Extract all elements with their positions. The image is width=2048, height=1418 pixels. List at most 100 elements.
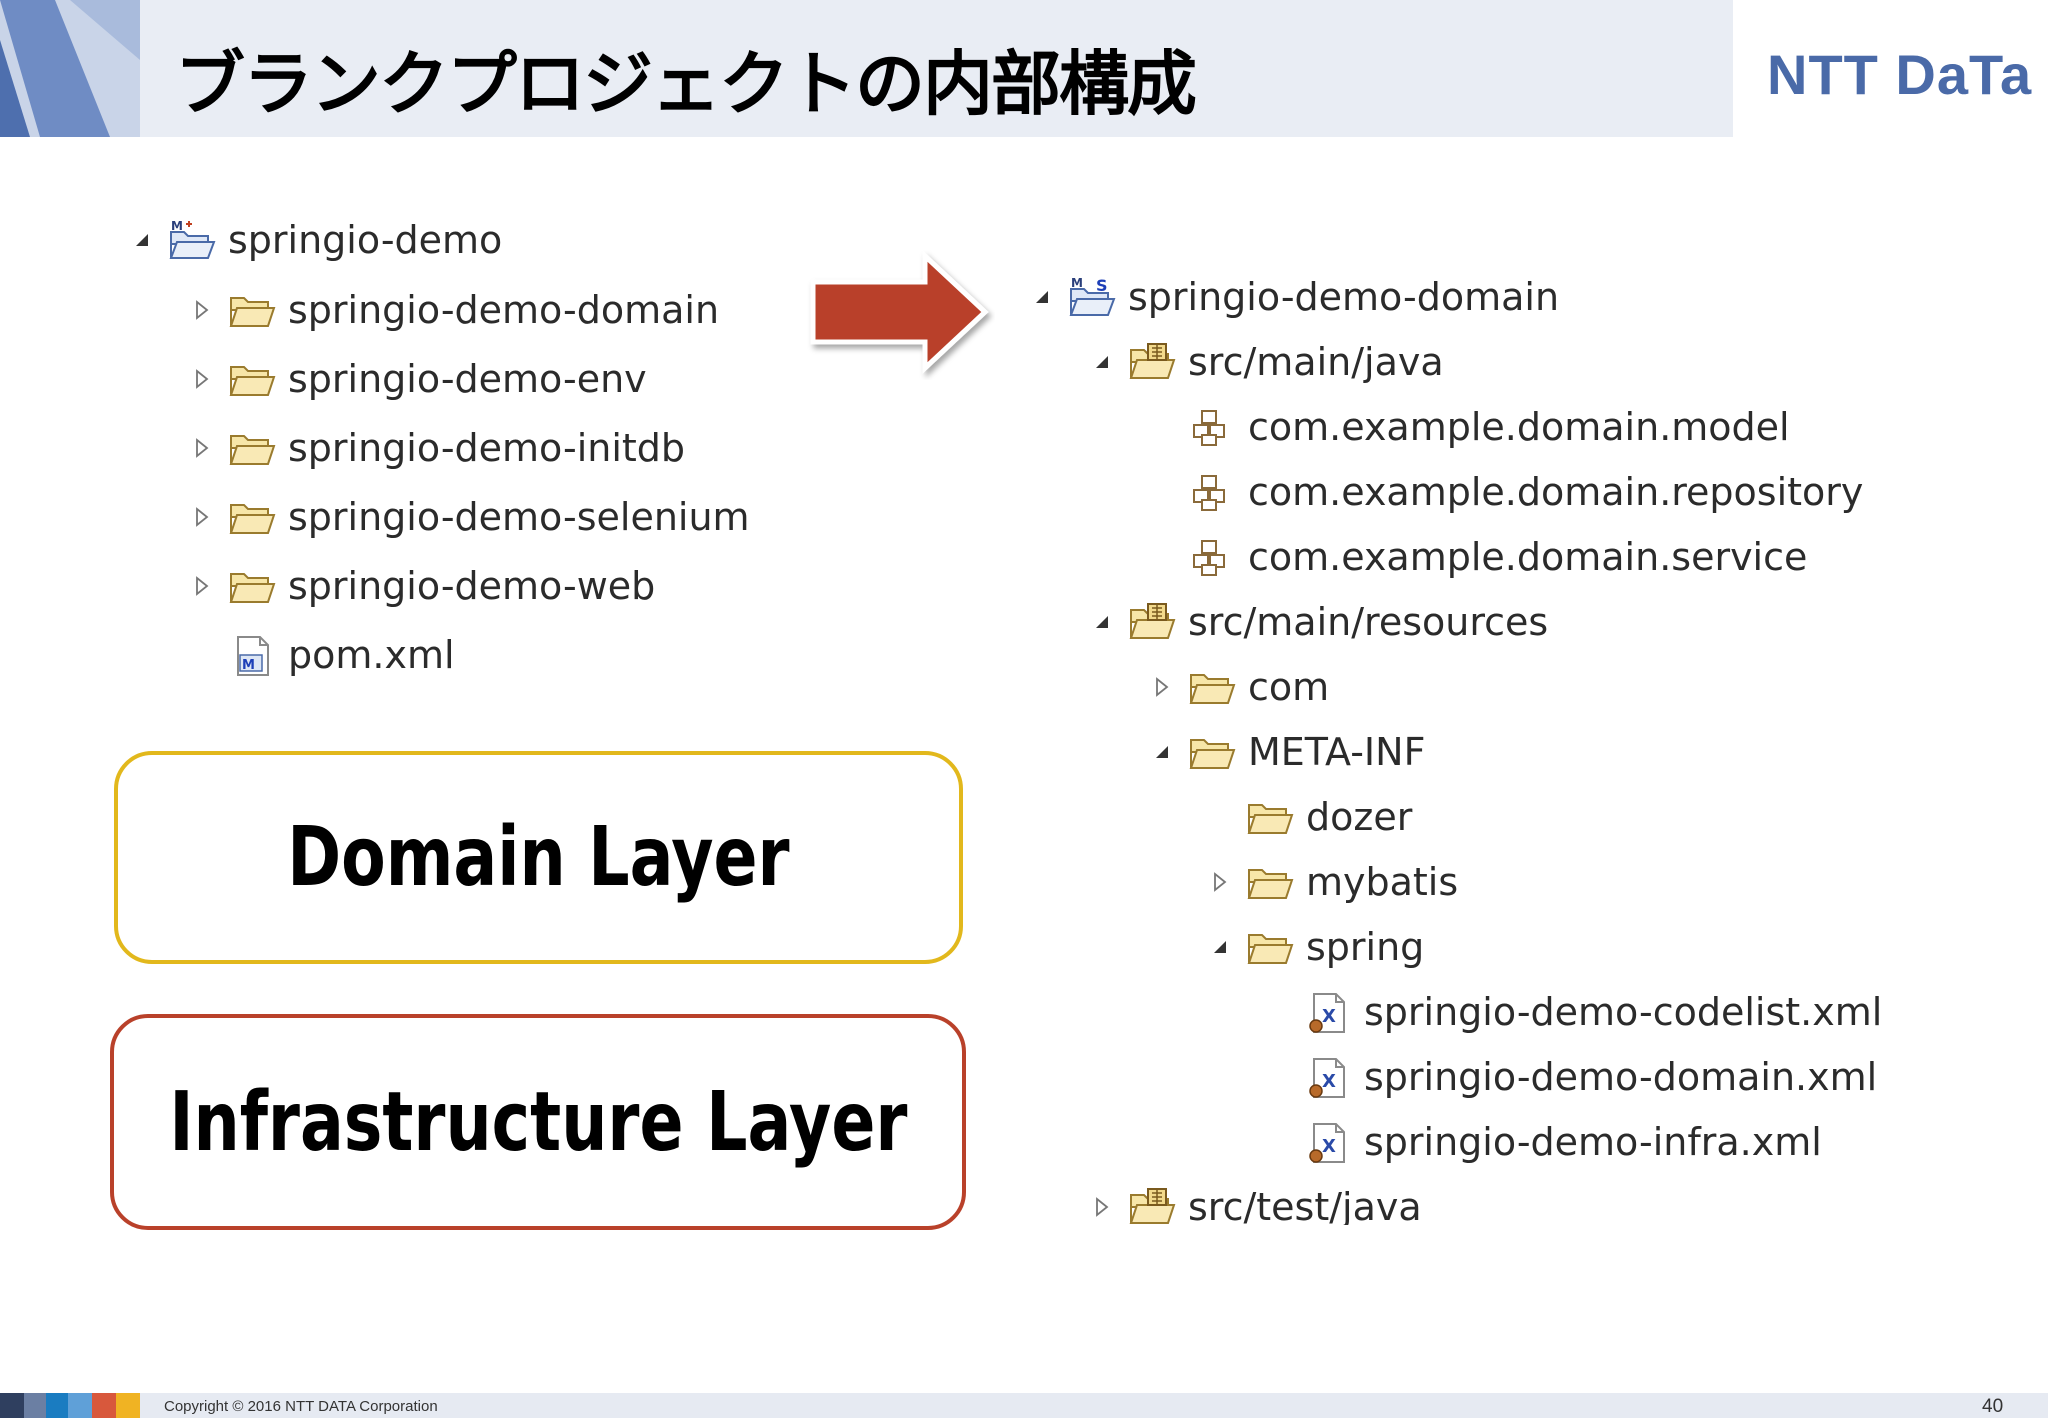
collapsed-arrow-icon[interactable] bbox=[190, 298, 214, 322]
folder-icon bbox=[1246, 860, 1294, 904]
right-tree-item[interactable]: com.example.domain.model bbox=[1150, 397, 1790, 457]
copyright-text: Copyright © 2016 NTT DATA Corporation bbox=[164, 1398, 438, 1415]
tree-item-label: springio-demo-domain bbox=[1128, 275, 1560, 319]
collapsed-arrow-icon[interactable] bbox=[190, 505, 214, 529]
tree-spacer bbox=[1150, 480, 1174, 504]
expanded-arrow-icon[interactable] bbox=[1030, 285, 1054, 309]
left-tree-item[interactable]: springio-demo-selenium bbox=[190, 487, 750, 547]
svg-text:S: S bbox=[1096, 276, 1108, 295]
tree-item-label: mybatis bbox=[1306, 860, 1459, 904]
package-icon bbox=[1188, 470, 1236, 514]
collapsed-arrow-icon[interactable] bbox=[190, 367, 214, 391]
footer-color-strip bbox=[24, 1393, 46, 1418]
tree-item-label: springio-demo-infra.xml bbox=[1364, 1120, 1822, 1164]
tree-item-label: com.example.domain.model bbox=[1248, 405, 1790, 449]
right-tree-item[interactable]: META-INF bbox=[1150, 722, 1425, 782]
footer-color-strip bbox=[92, 1393, 116, 1418]
folder-icon bbox=[1246, 925, 1294, 969]
expanded-arrow-icon[interactable] bbox=[130, 228, 154, 252]
tree-spacer bbox=[1208, 805, 1232, 829]
expanded-arrow-icon[interactable] bbox=[1150, 740, 1174, 764]
right-tree-item[interactable]: com bbox=[1150, 657, 1329, 717]
tree-item-label: springio-demo-selenium bbox=[288, 495, 750, 539]
svg-text:X: X bbox=[1322, 1071, 1336, 1092]
tree-item-label: springio-demo-web bbox=[288, 564, 656, 608]
tree-item-label: springio-demo-initdb bbox=[288, 426, 686, 470]
source-folder-icon bbox=[1128, 1185, 1176, 1225]
footer-color-strip bbox=[0, 1393, 24, 1418]
spring-xml-icon: X bbox=[1304, 990, 1352, 1034]
collapsed-arrow-icon[interactable] bbox=[190, 436, 214, 460]
expanded-arrow-icon[interactable] bbox=[1090, 610, 1114, 634]
expanded-arrow-icon[interactable] bbox=[1208, 935, 1232, 959]
maven-project-icon: M bbox=[168, 218, 216, 262]
right-tree-item[interactable]: src/main/java bbox=[1090, 332, 1444, 392]
tree-item-label: springio-demo-env bbox=[288, 357, 647, 401]
source-folder-icon bbox=[1128, 340, 1176, 384]
svg-text:X: X bbox=[1322, 1136, 1336, 1157]
folder-icon bbox=[1246, 795, 1294, 839]
collapsed-arrow-icon[interactable] bbox=[190, 574, 214, 598]
footer-color-strip bbox=[46, 1393, 68, 1418]
right-tree-item[interactable]: com.example.domain.repository bbox=[1150, 462, 1863, 522]
footer-color-strip bbox=[116, 1393, 140, 1418]
tree-item-label: com.example.domain.service bbox=[1248, 535, 1808, 579]
left-tree-item[interactable]: springio-demo-env bbox=[190, 349, 647, 409]
folder-icon bbox=[1188, 730, 1236, 774]
tree-item-label: springio-demo-codelist.xml bbox=[1364, 990, 1883, 1034]
svg-text:X: X bbox=[1322, 1006, 1336, 1027]
folder-icon bbox=[228, 288, 276, 332]
tree-spacer bbox=[1266, 1065, 1290, 1089]
logo-area bbox=[1733, 0, 2048, 137]
collapsed-arrow-icon[interactable] bbox=[1208, 870, 1232, 894]
right-tree-item[interactable]: spring bbox=[1208, 917, 1424, 977]
tree-spacer bbox=[1266, 1000, 1290, 1024]
package-icon bbox=[1188, 535, 1236, 579]
source-folder-icon bbox=[1128, 600, 1176, 644]
infrastructure-layer-box: Infrastructure Layer bbox=[110, 1014, 966, 1230]
right-tree-item[interactable]: mybatis bbox=[1208, 852, 1458, 912]
svg-text:M: M bbox=[1071, 276, 1083, 290]
expanded-arrow-icon[interactable] bbox=[1090, 350, 1114, 374]
svg-text:M: M bbox=[171, 219, 183, 233]
infrastructure-layer-label: Infrastructure Layer bbox=[168, 1074, 908, 1170]
tree-item-label: src/main/java bbox=[1188, 340, 1444, 384]
right-tree-item[interactable]: src/main/resources bbox=[1090, 592, 1548, 652]
tree-spacer bbox=[1150, 415, 1174, 439]
tree-item-label: src/test/java bbox=[1188, 1185, 1422, 1225]
collapsed-arrow-icon[interactable] bbox=[1090, 1195, 1114, 1219]
folder-icon bbox=[228, 357, 276, 401]
header-bar bbox=[0, 0, 2048, 137]
collapsed-arrow-icon[interactable] bbox=[1150, 675, 1174, 699]
footer-bar bbox=[0, 1393, 2048, 1418]
tree-item-label: dozer bbox=[1306, 795, 1413, 839]
spring-xml-icon: X bbox=[1304, 1120, 1352, 1164]
domain-layer-box: Domain Layer bbox=[114, 751, 963, 964]
page-number: 40 bbox=[1982, 1396, 2004, 1417]
page-title: ブランクプロジェクトの内部構成 bbox=[175, 43, 1197, 125]
right-tree-item[interactable]: dozer bbox=[1208, 787, 1412, 847]
left-tree-item[interactable]: springio-demo-domain bbox=[190, 280, 719, 340]
folder-icon bbox=[1188, 665, 1236, 709]
tree-item-label: pom.xml bbox=[288, 633, 455, 677]
right-tree-item[interactable]: src/test/java bbox=[1090, 1177, 1422, 1225]
left-tree-item[interactable]: springio-demo-web bbox=[190, 556, 655, 616]
tree-spacer bbox=[1266, 1130, 1290, 1154]
spring-xml-icon: X bbox=[1304, 1055, 1352, 1099]
footer-color-strip bbox=[68, 1393, 92, 1418]
svg-text:M: M bbox=[242, 658, 255, 673]
left-tree-item[interactable]: springio-demo-initdb bbox=[190, 418, 685, 478]
domain-layer-label: Domain Layer bbox=[287, 810, 790, 905]
right-arrow-icon bbox=[810, 250, 989, 374]
tree-item-label: META-INF bbox=[1248, 730, 1426, 774]
right-tree-item[interactable]: com.example.domain.service bbox=[1150, 527, 1807, 587]
tree-item-label: springio-demo-domain.xml bbox=[1364, 1055, 1878, 1099]
